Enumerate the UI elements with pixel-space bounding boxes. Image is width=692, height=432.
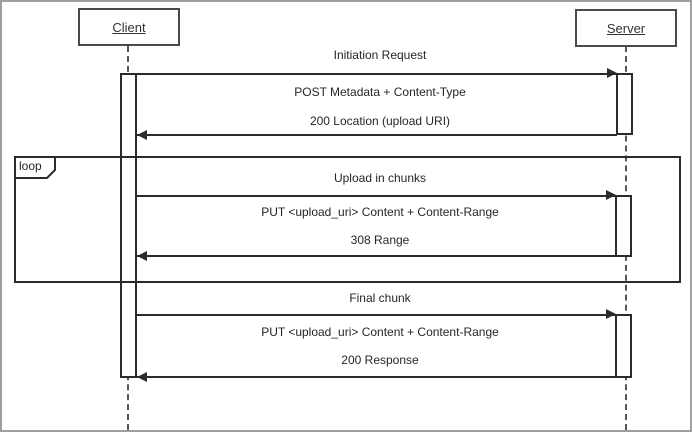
chunk-request-label: PUT <upload_uri> Content + Content-Range (261, 205, 499, 219)
chunk-request-line (137, 195, 616, 197)
chunk-response-label: 308 Range (350, 233, 410, 247)
actor-client: Client (78, 8, 180, 46)
server-activation-initiation (616, 73, 633, 135)
server-activation-final (615, 314, 632, 378)
final-section-title: Final chunk (349, 291, 411, 305)
final-request-arrowhead-icon (606, 309, 616, 319)
final-response-line (137, 376, 616, 378)
chunk-response-line (137, 255, 616, 257)
loop-section-title: Upload in chunks (333, 171, 427, 185)
initiation-request-line (137, 73, 617, 75)
initiation-title: Initiation Request (333, 48, 427, 62)
final-request-label: PUT <upload_uri> Content + Content-Range (261, 325, 499, 339)
initiation-response-line (137, 134, 617, 136)
final-response-label: 200 Response (341, 353, 419, 367)
final-request-line (137, 314, 616, 316)
initiation-response-label: 200 Location (upload URI) (309, 114, 451, 128)
initiation-response-arrowhead-icon (137, 130, 147, 140)
actor-client-label: Client (112, 19, 146, 35)
loop-operator-label: loop (19, 159, 42, 173)
actor-server-label: Server (606, 20, 646, 36)
loop-operator-pentagon (14, 156, 56, 179)
client-activation-bar (120, 73, 137, 378)
loop-fragment-frame (14, 156, 681, 283)
chunk-request-arrowhead-icon (606, 190, 616, 200)
server-activation-loop (615, 195, 632, 257)
initiation-request-label: POST Metadata + Content-Type (294, 85, 466, 99)
chunk-response-arrowhead-icon (137, 251, 147, 261)
initiation-request-arrowhead-icon (607, 68, 617, 78)
actor-server: Server (575, 9, 677, 47)
final-response-arrowhead-icon (137, 372, 147, 382)
